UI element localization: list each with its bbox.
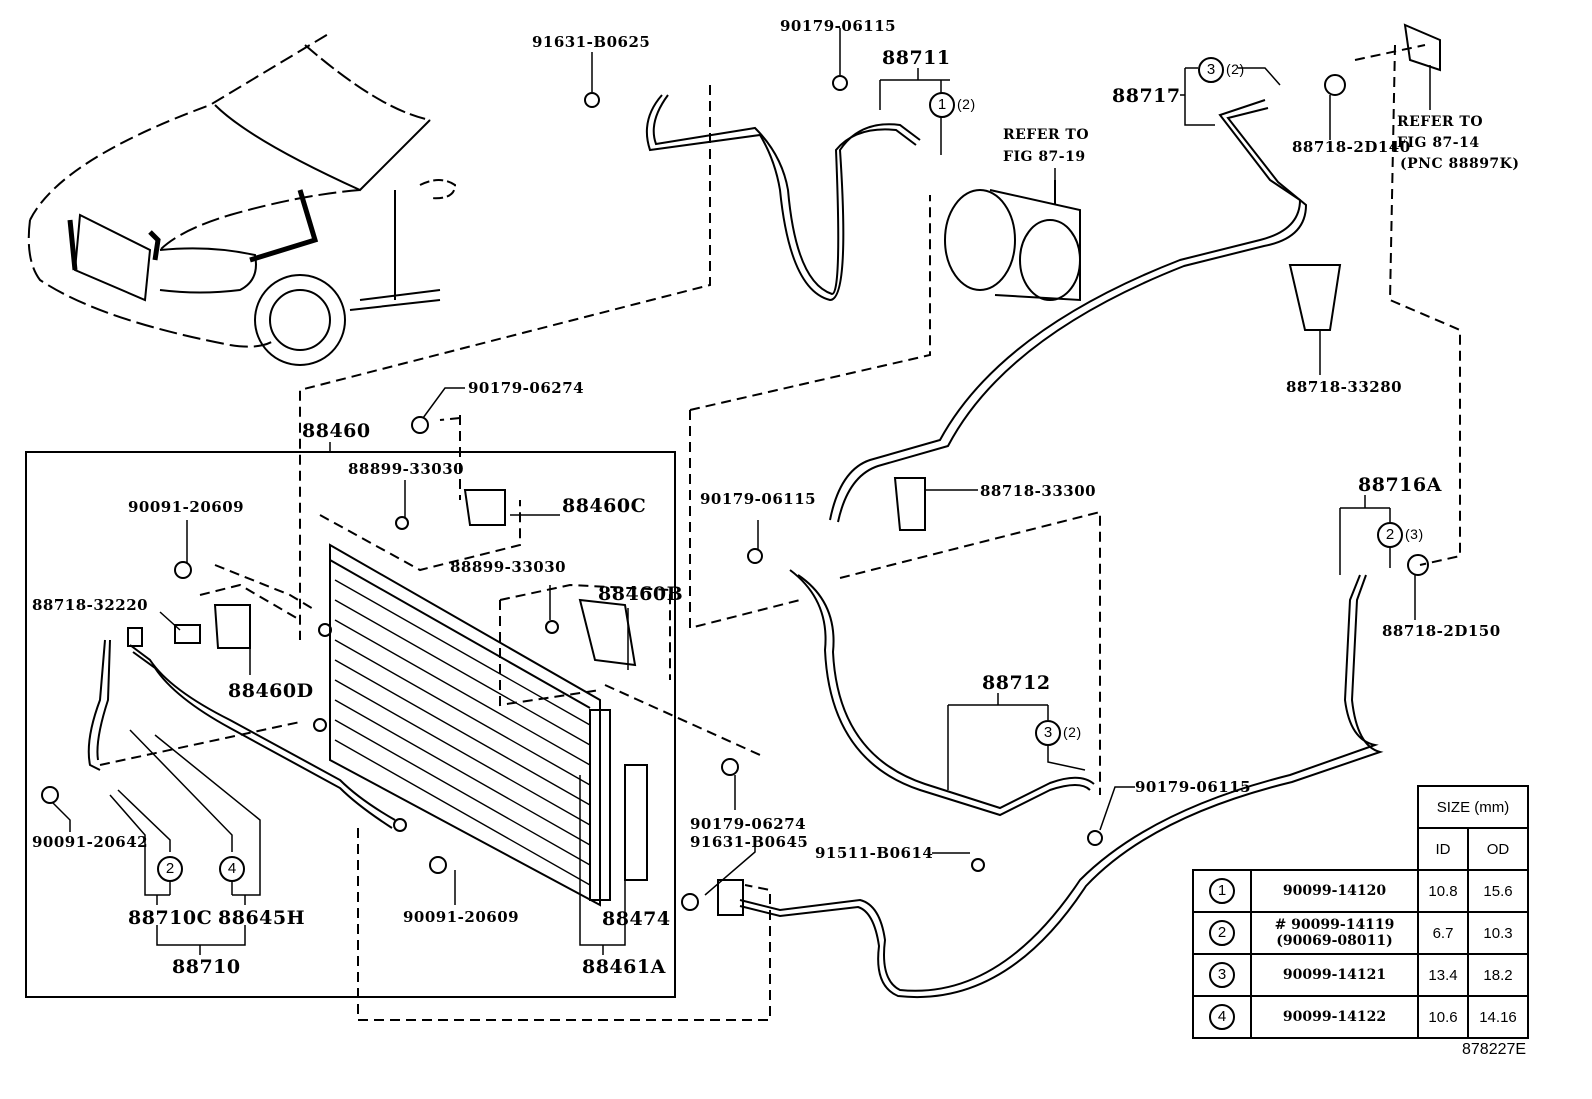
label-88645h: 88645H xyxy=(218,907,306,929)
label-88899-33030-b: 88899-33030 xyxy=(450,558,567,576)
label-91631-b0625-top: 91631-B0625 xyxy=(532,33,651,51)
qty-88716a: (3) xyxy=(1405,526,1424,542)
part-number: 90099-14120 xyxy=(1250,869,1419,913)
label-90091-20609-a: 90091-20609 xyxy=(128,498,245,516)
label-88460d: 88460D xyxy=(228,680,314,702)
label-90091-20642: 90091-20642 xyxy=(32,833,149,851)
label-90179-06274-bottom: 90179-06274 xyxy=(690,815,807,833)
inner-diameter: 13.4 xyxy=(1417,953,1469,997)
col-id-header: ID xyxy=(1417,827,1469,871)
label-88461a: 88461A xyxy=(582,956,666,978)
label-88717: 88717 xyxy=(1112,85,1181,107)
callout-88645h: 4 xyxy=(219,856,245,882)
label-88474: 88474 xyxy=(602,908,671,930)
label-88718-2d150: 88718-2D150 xyxy=(1382,622,1501,640)
label-88712: 88712 xyxy=(982,672,1051,694)
refer-fig-87-14-line2: FIG 87-14 xyxy=(1397,135,1480,151)
outer-diameter: 14.16 xyxy=(1467,995,1529,1039)
condenser-core xyxy=(313,543,648,907)
label-88710c: 88710C xyxy=(128,907,213,929)
leader-lines xyxy=(51,28,1431,955)
callout-88717: 3 xyxy=(1198,57,1224,83)
qty-88712: (2) xyxy=(1063,724,1082,740)
label-90179-06115-top: 90179-06115 xyxy=(780,17,897,35)
table-row: 4 90099-14122 10.6 14.16 xyxy=(1192,995,1529,1039)
label-88710: 88710 xyxy=(172,956,241,978)
inner-diameter: 10.6 xyxy=(1417,995,1469,1039)
outer-diameter: 15.6 xyxy=(1467,869,1529,913)
label-90179-06115-right: 90179-06115 xyxy=(1135,778,1252,796)
label-88711: 88711 xyxy=(882,47,951,69)
compressor xyxy=(944,180,1081,302)
col-od-header: OD xyxy=(1467,827,1529,871)
callout-88711: 1 xyxy=(929,92,955,118)
ref-circle: 4 xyxy=(1209,1004,1235,1030)
label-90091-20609-b: 90091-20609 xyxy=(403,908,520,926)
label-88718-2d140: 88718-2D140 xyxy=(1292,138,1411,156)
ref-circle: 1 xyxy=(1209,878,1235,904)
callout-88712: 3 xyxy=(1035,720,1061,746)
label-88718-33280: 88718-33280 xyxy=(1286,378,1403,396)
outer-diameter: 18.2 xyxy=(1467,953,1529,997)
ref-circle: 3 xyxy=(1209,962,1235,988)
ref-circle: 2 xyxy=(1209,920,1235,946)
label-88716a: 88716A xyxy=(1358,474,1442,496)
table-row: 3 90099-14121 13.4 18.2 xyxy=(1192,953,1529,997)
reference-lines xyxy=(99,44,1461,1021)
qty-88717: (2) xyxy=(1226,61,1245,77)
outer-diameter: 10.3 xyxy=(1467,911,1529,955)
part-number: 90099-14122 xyxy=(1250,995,1419,1039)
part-number-alt: (90069-08011) xyxy=(1276,933,1393,949)
refer-fig-87-19-line2: FIG 87-19 xyxy=(1003,149,1086,165)
label-88718-32220: 88718-32220 xyxy=(32,596,149,614)
refer-fig-87-19-line1: REFER TO xyxy=(1003,127,1090,143)
fasteners xyxy=(41,23,1441,916)
label-88899-33030-a: 88899-33030 xyxy=(348,460,465,478)
callout-88710c: 2 xyxy=(157,856,183,882)
label-88460c: 88460C xyxy=(562,495,647,517)
table-row: 1 90099-14120 10.8 15.6 xyxy=(1192,869,1529,913)
inner-diameter: 10.8 xyxy=(1417,869,1469,913)
o-ring-size-table: SIZE (mm) ID OD 1 90099-14120 10.8 15.6 … xyxy=(1192,785,1529,1039)
label-91631-b0645: 91631-B0645 xyxy=(690,833,809,851)
vehicle-outline xyxy=(27,32,457,366)
label-88718-33300: 88718-33300 xyxy=(980,482,1097,500)
inner-diameter: 6.7 xyxy=(1417,911,1469,955)
label-91511-b0614: 91511-B0614 xyxy=(815,844,934,862)
refrigerant-pipes xyxy=(87,94,1384,998)
label-88460: 88460 xyxy=(302,420,371,442)
part-number: 90099-14121 xyxy=(1250,953,1419,997)
label-90179-06274-top: 90179-06274 xyxy=(468,379,585,397)
part-number: # 90099-14119 xyxy=(1274,916,1395,933)
qty-88711: (2) xyxy=(957,96,976,112)
table-row: 2 # 90099-14119(90069-08011) 6.7 10.3 xyxy=(1192,911,1529,955)
refer-fig-87-14-line1: REFER TO xyxy=(1397,114,1484,130)
refer-fig-87-14-line3: (PNC 88897K) xyxy=(1400,156,1520,172)
figure-id: 878227E xyxy=(1462,1041,1527,1058)
size-header: SIZE (mm) xyxy=(1417,785,1529,829)
callout-88716a: 2 xyxy=(1377,522,1403,548)
label-90179-06115-mid: 90179-06115 xyxy=(700,490,817,508)
label-88460b: 88460B xyxy=(598,583,684,605)
condenser-assembly-box xyxy=(25,451,676,998)
